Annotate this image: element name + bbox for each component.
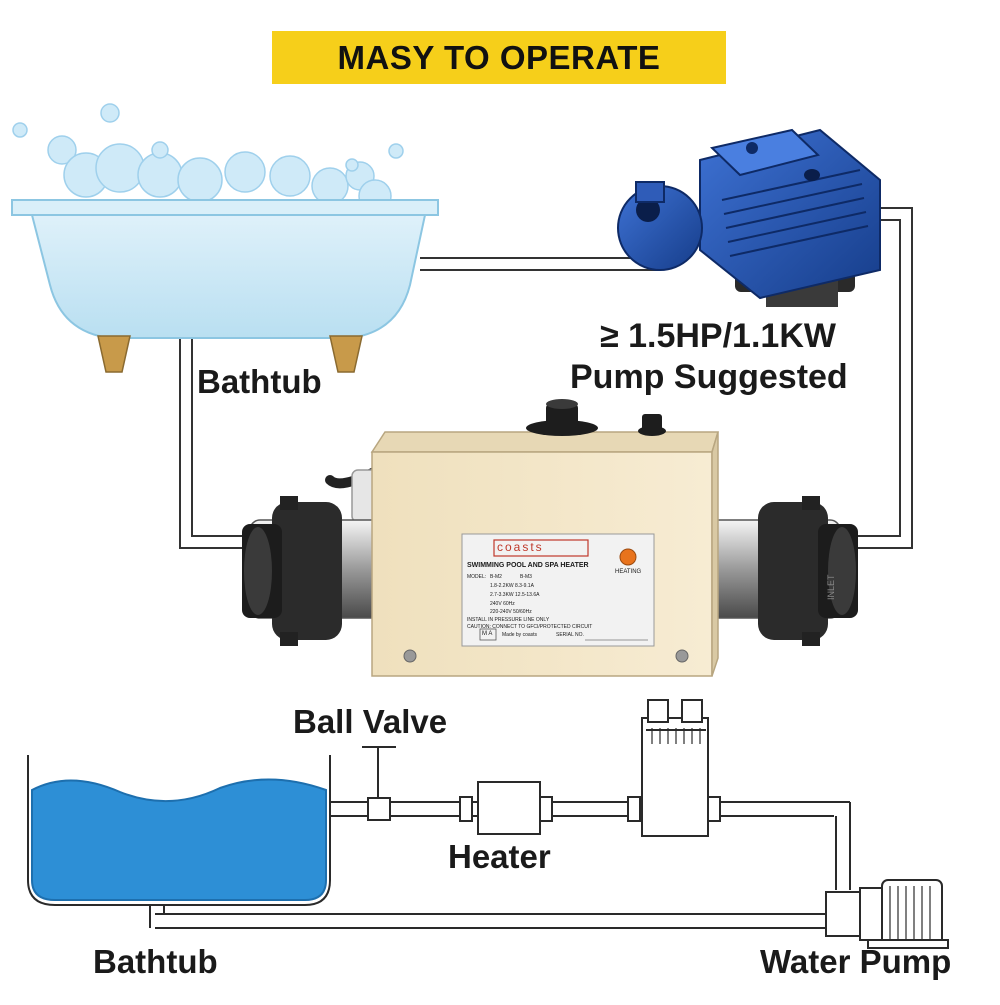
heater-label: Heater [448, 838, 551, 875]
pump-spec-line2: Pump Suggested [570, 358, 848, 396]
bathtub-label-bottom: Bathtub [93, 943, 218, 980]
heater-model-label: MODEL: [467, 574, 487, 580]
bottom-schematic [27, 699, 949, 949]
heater-voltage-a: 240V 60Hz [490, 601, 515, 607]
heater-ma-mark: M A [482, 631, 493, 637]
heater-plate-title: SWIMMING POOL AND SPA HEATER [467, 562, 589, 569]
heater-model-a: B-M2 [490, 574, 502, 580]
heater-spec-b: 2.7-3.3KW 12.5-13.6A [490, 592, 540, 598]
heater-serial: SERIAL NO. [556, 632, 584, 638]
ball-valve-label: Ball Valve [293, 703, 448, 740]
heater-note2: CAUTION: CONNECT TO GFCI/PROTECTED CIRCU… [467, 624, 593, 630]
water-pump-label: Water Pump [760, 943, 952, 980]
heater-model-b: B-M3 [520, 574, 532, 580]
pump-spec-line1: ≥ 1.5HP/1.1KW [600, 317, 836, 355]
banner-title: MASY TO OPERATE [337, 38, 661, 76]
left-union [242, 496, 342, 646]
bathtub-illustration-top [11, 103, 439, 373]
heater-unit [242, 399, 858, 677]
heating-indicator-label: HEATING [615, 569, 642, 575]
pump-illustration [617, 128, 881, 307]
heater-voltage-b: 220-240V 50/60Hz [490, 609, 532, 615]
heater-inlet-mark: INLET [826, 574, 836, 600]
title-banner: MASY TO OPERATE [272, 31, 726, 84]
bathtub-label-top: Bathtub [197, 363, 322, 400]
heater-spec-a: 1.8-2.2KW 8.3-9.1A [490, 583, 534, 589]
bubbles [12, 103, 404, 213]
heater-brand: coasts [497, 540, 544, 554]
heater-made-by: Made by coasts [502, 632, 538, 638]
right-union [758, 496, 858, 646]
heater-note1: INSTALL IN PRESSURE LINE ONLY [467, 617, 550, 623]
